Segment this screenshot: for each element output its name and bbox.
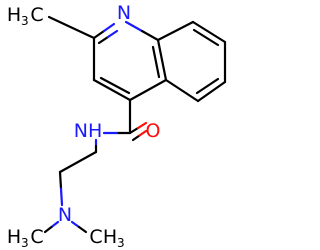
bond-ch2-namine xyxy=(59,187,64,207)
bond-c2-n1-inner xyxy=(97,35,110,45)
methyl-left-c: C xyxy=(30,226,43,248)
methyl-right-subscript: 3 xyxy=(117,236,125,250)
bond-c3-c4-inner xyxy=(99,76,131,95)
structure-diagram: H 3 C N NH O N H 3 C C H 3 xyxy=(7,2,227,250)
methyl-right-c: C xyxy=(89,226,102,248)
bond-camide-o xyxy=(136,121,148,130)
bond-c2-n1-inner xyxy=(106,29,119,39)
methyl-top-c: C xyxy=(30,4,43,26)
carbonyl-oxygen: O xyxy=(146,120,161,142)
bond-namine-methyl-right xyxy=(70,220,81,229)
amide-nh: NH xyxy=(74,120,103,142)
ring-nitrogen: N xyxy=(117,2,131,24)
bond-c4a-c8a-inner xyxy=(151,45,161,79)
bond-c3-c4 xyxy=(92,78,132,102)
bond-c4-c4a xyxy=(128,78,168,102)
bond-c7-c8-inner xyxy=(192,28,220,47)
bond-camide-o xyxy=(128,126,140,135)
bond-c5-c6-inner xyxy=(195,77,220,95)
bond-c4a-c5 xyxy=(164,78,200,103)
bond-c8-c8a xyxy=(156,20,195,42)
bond-camide-o-inner xyxy=(131,134,141,142)
bond-camide-o-inner xyxy=(138,129,148,137)
bond-methyl-c2 xyxy=(47,15,96,40)
bond-namine-methyl-left xyxy=(50,220,60,229)
bond-c4a-c8a xyxy=(156,38,168,82)
methyl-right-h: H xyxy=(103,226,117,248)
amine-nitrogen: N xyxy=(58,204,72,226)
bond-namine-methyl-left xyxy=(43,225,53,234)
methyl-top-subscript: 3 xyxy=(21,14,29,28)
methyl-left-h: H xyxy=(7,226,21,248)
bond-n1-c8a xyxy=(124,20,144,33)
bond-c7-c8 xyxy=(191,20,227,44)
bond-c2-n1 xyxy=(102,22,116,33)
methyl-top-h: H xyxy=(7,4,21,26)
bond-ch2-namine xyxy=(58,170,63,190)
bond-c2-n1 xyxy=(92,29,106,40)
bond-namine-methyl-right xyxy=(77,225,88,234)
bond-c5-c6 xyxy=(196,80,227,103)
bond-n1-c8a xyxy=(140,29,160,42)
bond-ch2-ch2 xyxy=(58,150,98,174)
bond-layer xyxy=(43,15,227,234)
methyl-left-subscript: 3 xyxy=(21,236,29,250)
molecule-canvas: H 3 C N NH O N H 3 C C H 3 xyxy=(6,2,227,250)
